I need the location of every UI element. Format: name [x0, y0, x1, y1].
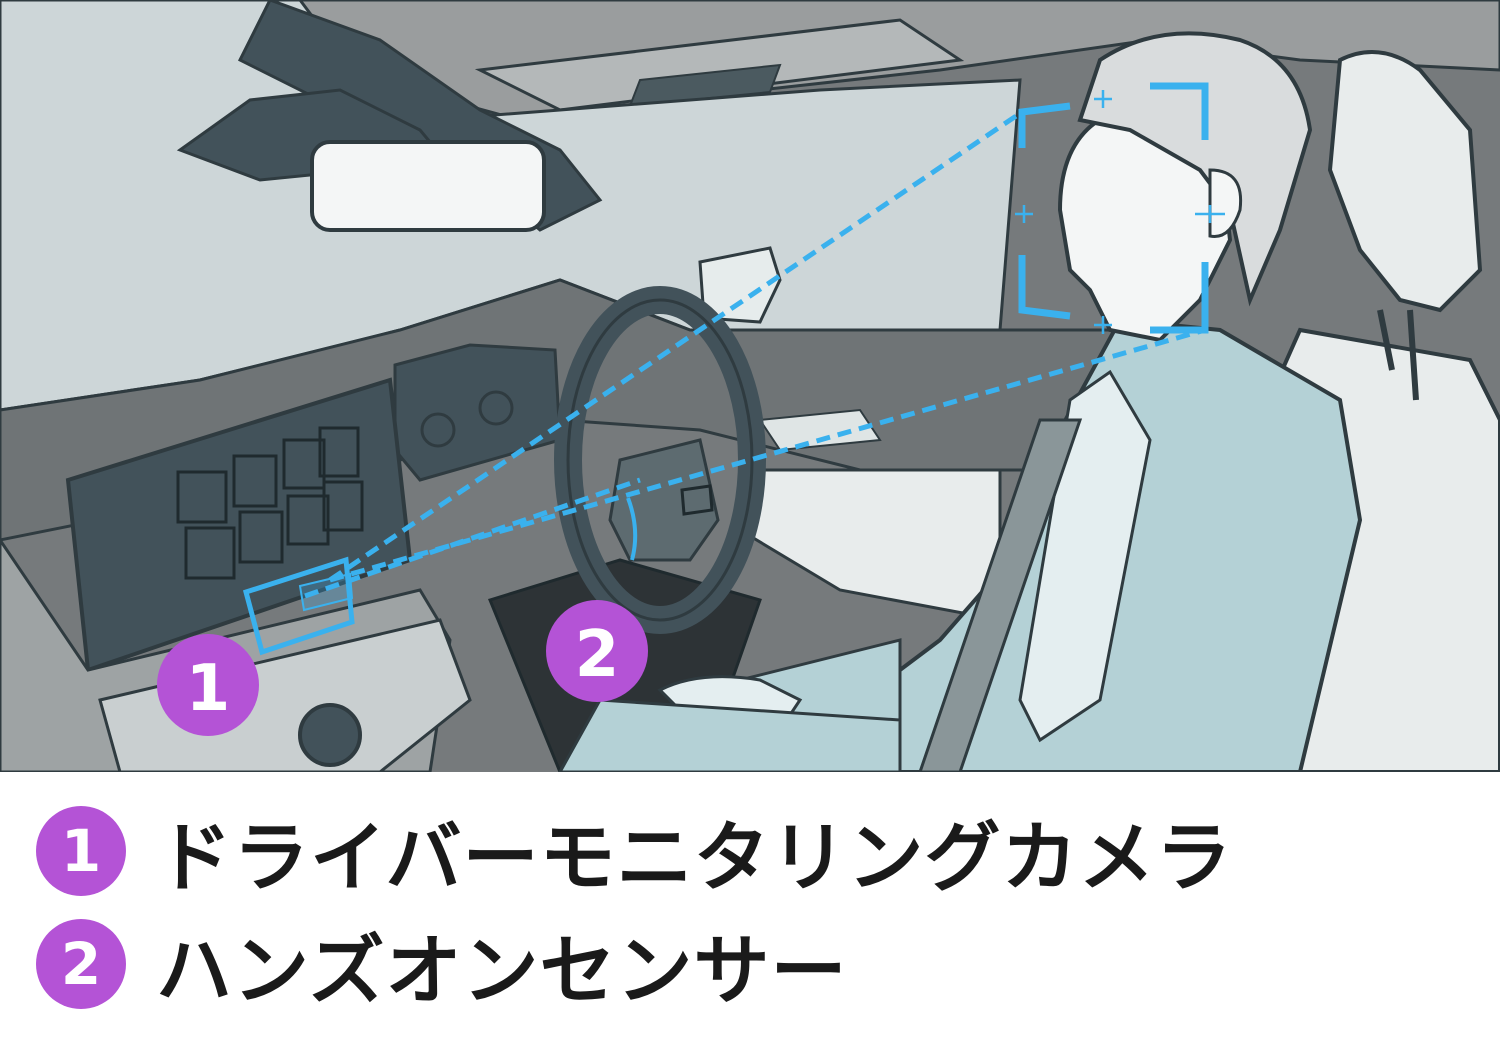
- driver-monitoring-camera: [242, 556, 355, 656]
- gauge-left: [420, 412, 456, 448]
- marker-1: 1: [157, 634, 259, 736]
- driver-ear: [1208, 168, 1243, 238]
- steering-wheel-outline: [566, 298, 754, 622]
- legend-badge-2: 2: [36, 919, 126, 1009]
- face-landmark-crosshairs: [1015, 90, 1225, 334]
- legend-badge-1: 1: [36, 806, 126, 896]
- driver-hair: [1077, 31, 1313, 307]
- driver-legs: [558, 698, 902, 772]
- steering-hub: [608, 438, 720, 562]
- driver-collar: [1018, 369, 1152, 743]
- gauge-right: [478, 390, 514, 426]
- marker-2-number: 2: [575, 618, 620, 692]
- legend-item-1: 1 ドライバーモニタリングカメラ: [36, 806, 1232, 902]
- headrest-posts: [1377, 309, 1419, 401]
- sight-line-icon: [304, 109, 1206, 599]
- display-tiles: [176, 426, 364, 580]
- car-interior-illustration: 1 2: [0, 0, 1500, 772]
- hands-on-sensor-strip: [626, 497, 638, 561]
- rear-view-mirror: [310, 140, 546, 232]
- legend-label-1: ドライバーモニタリングカメラ: [156, 813, 1233, 902]
- air-vent-knob: [298, 703, 362, 767]
- door-trim: [98, 618, 472, 772]
- legend-label-2: ハンズオンセンサー: [156, 926, 848, 1015]
- legend: 1 ドライバーモニタリングカメラ 2 ハンズオンセンサー: [0, 772, 1500, 1057]
- legend-item-2: 2 ハンズオンセンサー: [36, 919, 847, 1015]
- steering-emblem: [680, 484, 714, 516]
- marker-1-number: 1: [186, 652, 231, 726]
- sun-visor: [474, 18, 965, 112]
- camera-lens-area: [298, 572, 354, 612]
- seat-belt: [918, 418, 1083, 772]
- overhead-console: [628, 63, 782, 108]
- headrest: [1327, 50, 1483, 313]
- door-handle: [758, 408, 882, 452]
- marker-2: 2: [546, 600, 648, 702]
